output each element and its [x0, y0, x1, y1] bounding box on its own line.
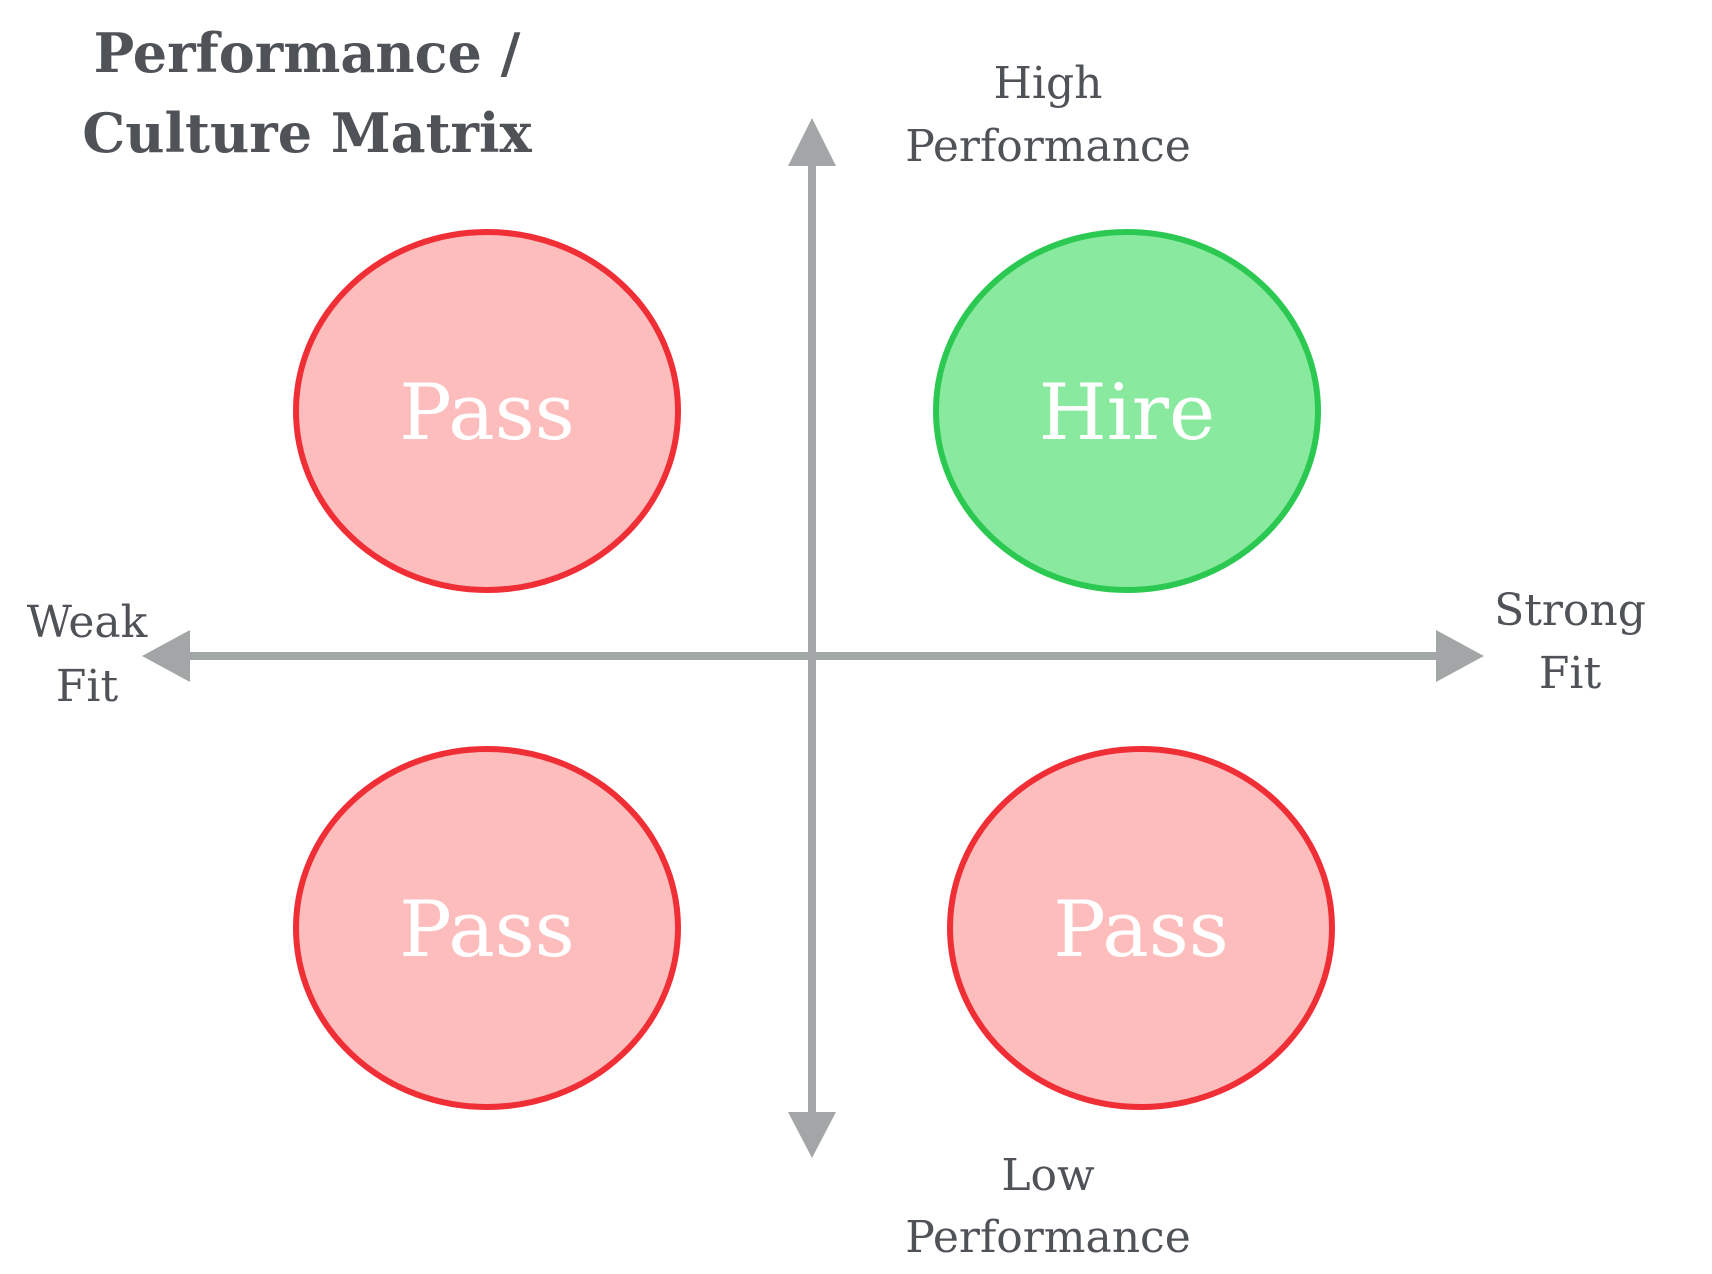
quadrant-bottom-left: Pass — [293, 746, 681, 1110]
title-line-1: Performance / — [94, 21, 521, 85]
pass-bubble — [947, 746, 1335, 1110]
axis-label-top-line-1: High — [994, 58, 1103, 109]
quadrant-top-right: Hire — [933, 229, 1321, 593]
pass-bubble — [293, 229, 681, 593]
diagram-title: Performance / Culture Matrix — [82, 21, 532, 165]
quadrant-label-bottom-left: Pass — [399, 885, 575, 975]
pass-bubble — [293, 746, 681, 1110]
axis-label-top-line-2: Performance — [905, 121, 1190, 172]
hire-bubble — [933, 229, 1321, 593]
axis-label-bottom-line-2: Performance — [905, 1212, 1190, 1263]
axis-label-left-line-1: Weak — [27, 597, 148, 648]
axis-label-left: Weak Fit — [27, 597, 148, 712]
title-line-2: Culture Matrix — [82, 101, 532, 165]
quadrant-bottom-right: Pass — [947, 746, 1335, 1110]
axis-label-left-line-2: Fit — [56, 661, 119, 712]
axis-label-right-line-1: Strong — [1494, 585, 1646, 636]
up-arrow-icon — [788, 118, 836, 166]
right-arrow-icon — [1436, 630, 1484, 682]
axis-label-right: Strong Fit — [1494, 585, 1646, 699]
axis-label-right-line-2: Fit — [1539, 648, 1602, 699]
quadrant-top-left: Pass — [293, 229, 681, 593]
axis-label-bottom: Low Performance — [905, 1150, 1190, 1263]
left-arrow-icon — [142, 630, 190, 682]
axis-label-top: High Performance — [905, 58, 1190, 172]
down-arrow-icon — [788, 1112, 836, 1158]
axes — [142, 118, 1484, 1158]
quadrant-label-top-right: Hire — [1039, 368, 1215, 458]
quadrant-label-bottom-right: Pass — [1053, 885, 1229, 975]
quadrant-label-top-left: Pass — [399, 368, 575, 458]
axis-label-bottom-line-1: Low — [1001, 1150, 1095, 1201]
